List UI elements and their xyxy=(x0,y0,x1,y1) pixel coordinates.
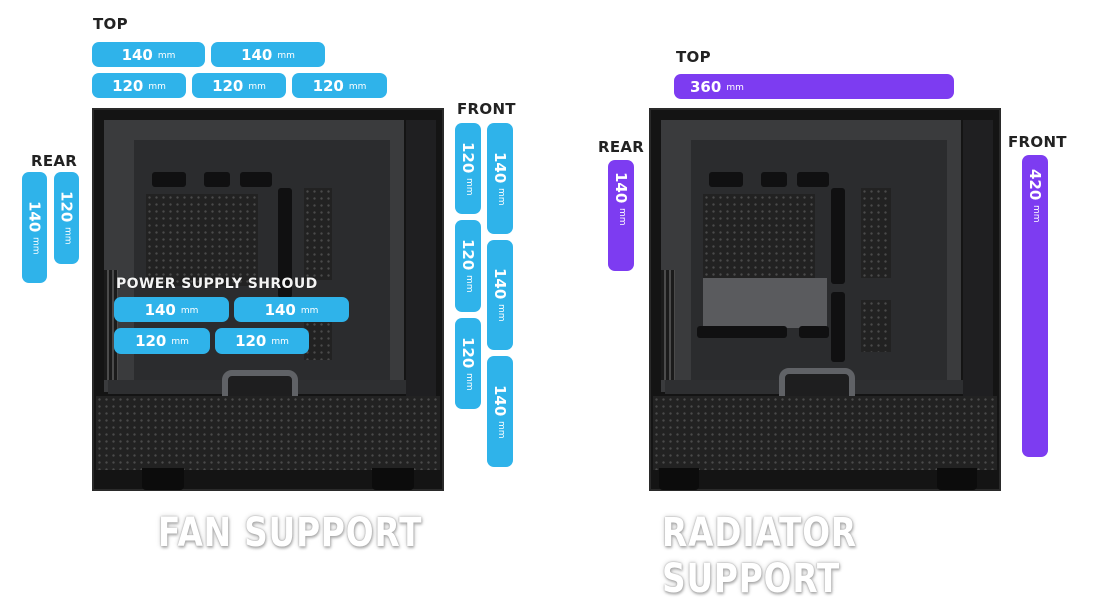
unit-label: mm xyxy=(148,81,166,92)
unit-label: mm xyxy=(300,305,319,316)
cable-cutout xyxy=(240,172,272,187)
cable-cutout xyxy=(204,172,230,187)
unit-label: mm xyxy=(496,304,506,322)
case-foot xyxy=(142,468,184,490)
size-value: 420 xyxy=(1026,169,1044,201)
front-bottom-mesh xyxy=(653,396,997,470)
size-value: 120 xyxy=(235,332,267,350)
motherboard-plate xyxy=(703,278,827,328)
front-bottom-mesh xyxy=(96,396,440,470)
cpu-cutout xyxy=(146,194,258,286)
pcie-slots xyxy=(661,270,675,380)
grommet-panel xyxy=(861,300,891,352)
size-value: 140 xyxy=(491,151,509,183)
size-value: 140 xyxy=(241,45,273,64)
cpu-cutout xyxy=(703,194,815,278)
fan-rear-label: REAR xyxy=(31,152,78,170)
unit-label: mm xyxy=(464,372,474,391)
cable-cutout xyxy=(709,172,743,187)
radiator-rear-140-pill: 140 mm xyxy=(608,160,634,271)
size-value: 140 xyxy=(121,45,153,64)
radiator-front-label: FRONT xyxy=(1008,133,1067,151)
fan-top-label: TOP xyxy=(93,15,128,33)
cable-cutout xyxy=(799,326,829,338)
size-value: 140 xyxy=(25,200,44,232)
size-value: 120 xyxy=(459,336,477,368)
unit-label: mm xyxy=(157,50,176,61)
grommet-panel xyxy=(861,188,891,278)
fan-front-140-pill: 140 mm xyxy=(487,356,513,467)
psu-120-pill: 120 mm xyxy=(114,328,210,354)
size-value: 360 xyxy=(690,77,722,96)
size-value: 140 xyxy=(612,172,630,204)
unit-label: mm xyxy=(180,305,199,316)
radiator-top-label: TOP xyxy=(676,48,711,66)
fan-front-120-pill: 120 mm xyxy=(455,318,481,409)
unit-label: mm xyxy=(248,81,266,92)
size-value: 120 xyxy=(57,191,76,223)
unit-label: mm xyxy=(496,420,506,439)
pcie-slots xyxy=(104,270,118,380)
psu-140-pill: 140 mm xyxy=(234,297,349,322)
fan-top-140-pill: 140 mm xyxy=(211,42,325,67)
unit-label: mm xyxy=(617,208,627,226)
front-glass-edge xyxy=(406,120,436,396)
fan-top-120-pill: 120 mm xyxy=(192,73,286,98)
fan-rear-120-pill: 120 mm xyxy=(54,172,79,264)
fan-front-140-pill: 140 mm xyxy=(487,240,513,350)
unit-label: mm xyxy=(464,177,474,196)
size-value: 120 xyxy=(459,141,477,173)
cable-channel xyxy=(278,188,292,298)
case-foot xyxy=(937,468,977,490)
front-glass-edge xyxy=(963,120,993,396)
cable-cutout xyxy=(697,326,787,338)
size-value: 120 xyxy=(312,76,344,95)
cable-cutout xyxy=(761,172,787,187)
unit-label: mm xyxy=(30,236,41,255)
fan-support-title: FAN SUPPORT xyxy=(158,510,423,556)
case-foot xyxy=(372,468,414,490)
fan-top-120-pill: 120 mm xyxy=(292,73,387,98)
case-foot xyxy=(659,468,699,490)
fan-front-120-pill: 120 mm xyxy=(455,220,481,312)
size-value: 120 xyxy=(112,76,144,95)
radiator-support-title: RADIATOR SUPPORT xyxy=(662,510,857,602)
unit-label: mm xyxy=(726,82,744,93)
psu-shroud-label: POWER SUPPLY SHROUD xyxy=(116,276,318,292)
radiator-front-420-pill: 420 mm xyxy=(1022,155,1048,457)
fan-rear-140-pill: 140 mm xyxy=(22,172,47,283)
unit-label: mm xyxy=(62,227,73,245)
radiator-case-image xyxy=(649,108,1001,491)
size-value: 140 xyxy=(144,300,176,319)
cable-channel xyxy=(831,292,845,362)
size-value: 140 xyxy=(491,268,509,300)
size-value: 120 xyxy=(212,76,244,95)
unit-label: mm xyxy=(271,337,289,347)
unit-label: mm xyxy=(496,187,506,206)
size-value: 120 xyxy=(459,239,477,271)
cable-channel xyxy=(831,188,845,284)
size-value: 140 xyxy=(491,384,509,416)
fan-front-label: FRONT xyxy=(457,100,516,118)
unit-label: mm xyxy=(464,275,474,293)
psu-140-pill: 140 mm xyxy=(114,297,229,322)
unit-label: mm xyxy=(348,81,367,92)
fan-top-120-pill: 120 mm xyxy=(92,73,186,98)
unit-label: mm xyxy=(1031,205,1041,223)
fan-front-140-pill: 140 mm xyxy=(487,123,513,234)
fan-top-140-pill: 140 mm xyxy=(92,42,205,67)
fan-front-120-pill: 120 mm xyxy=(455,123,481,214)
unit-label: mm xyxy=(171,337,189,347)
grommet-panel xyxy=(304,188,332,280)
size-value: 140 xyxy=(264,300,296,319)
radiator-top-360-pill: 360 mm xyxy=(674,74,954,99)
psu-120-pill: 120 mm xyxy=(215,328,309,354)
radiator-rear-label: REAR xyxy=(598,138,645,156)
cable-cutout xyxy=(797,172,829,187)
cable-cutout xyxy=(152,172,186,187)
size-value: 120 xyxy=(135,332,167,350)
unit-label: mm xyxy=(277,50,295,61)
